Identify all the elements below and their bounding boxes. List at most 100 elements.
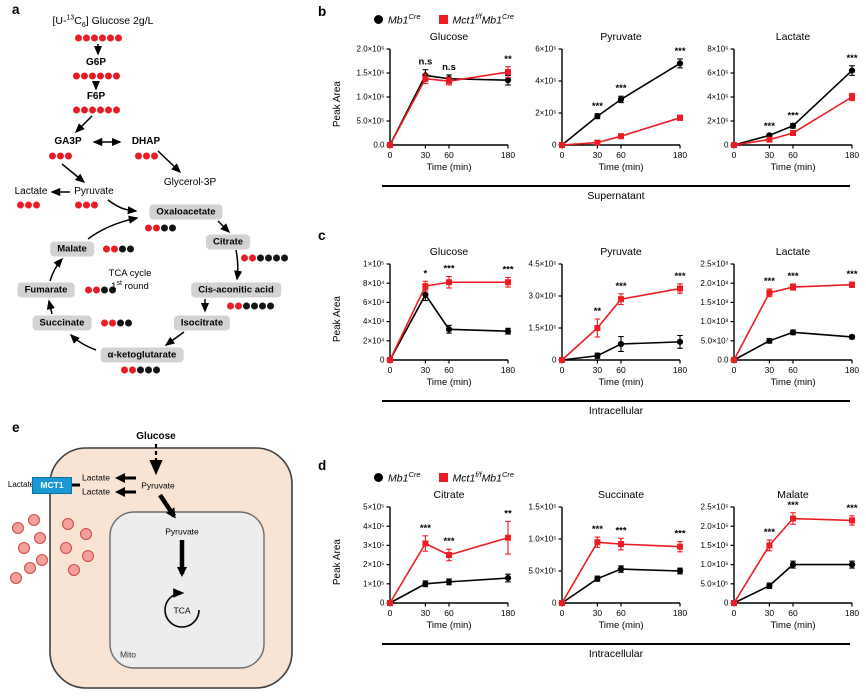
panel-letter-e: e <box>12 420 20 435</box>
node-f6p: F6P <box>86 90 106 102</box>
carbon13-dot <box>48 152 56 160</box>
svg-text:60: 60 <box>616 608 626 618</box>
cell-glucose-label: Glucose <box>136 430 176 442</box>
svg-text:1.5×10⁸: 1.5×10⁸ <box>700 298 728 307</box>
svg-text:6×10⁴: 6×10⁴ <box>363 298 385 307</box>
dots-f6p <box>72 106 120 114</box>
svg-text:***: *** <box>674 271 685 282</box>
cell-shapes <box>10 444 293 689</box>
svg-text:***: *** <box>846 503 857 514</box>
svg-text:**: ** <box>594 306 602 317</box>
svg-text:2.0×10⁶: 2.0×10⁶ <box>357 45 385 54</box>
svg-text:0: 0 <box>552 141 557 150</box>
svg-text:Time (min): Time (min) <box>426 377 471 388</box>
svg-text:n.s: n.s <box>419 57 433 68</box>
carbon12-dot <box>152 366 160 374</box>
svg-text:Pyruvate: Pyruvate <box>600 246 642 258</box>
dots-g6p <box>72 72 120 80</box>
dots-pyruvate <box>74 201 98 209</box>
svg-text:***: *** <box>787 500 798 511</box>
svg-text:***: *** <box>764 121 775 132</box>
carbon12-dot <box>108 286 116 294</box>
panel-letter-c: c <box>318 228 326 243</box>
legend-label-mct1ffmb1cre: Mct1f/fMb1Cre <box>452 11 515 27</box>
carbon13-dot <box>84 286 92 294</box>
section-label-intracellular-c: Intracellular <box>382 400 850 417</box>
tca-cycle-arrow <box>164 588 200 628</box>
svg-text:6×10⁶: 6×10⁶ <box>707 69 728 78</box>
svg-text:***: *** <box>764 527 775 538</box>
svg-text:30: 30 <box>765 365 775 375</box>
carbon13-dot <box>24 201 32 209</box>
svg-text:180: 180 <box>673 150 687 160</box>
svg-text:n.s: n.s <box>442 62 456 73</box>
red-square-marker <box>438 14 448 24</box>
carbon13-dot <box>16 201 24 209</box>
carbon12-dot <box>256 254 264 262</box>
node-succinate: Succinate <box>32 315 92 331</box>
svg-text:180: 180 <box>501 150 515 160</box>
svg-text:Citrate: Citrate <box>434 489 465 501</box>
svg-text:***: *** <box>764 276 775 287</box>
carbon13-dot <box>98 34 106 42</box>
svg-text:0: 0 <box>552 356 557 365</box>
carbon13-dot <box>128 366 136 374</box>
svg-text:1.0×10⁶: 1.0×10⁶ <box>357 93 385 102</box>
svg-text:Time (min): Time (min) <box>598 162 643 173</box>
carbon12-dot <box>136 366 144 374</box>
svg-text:180: 180 <box>673 608 687 618</box>
chart-svg-malate: Malate05.0×10⁵1.0×10⁶1.5×10⁶2.0×10⁶2.5×1… <box>700 489 859 631</box>
carbon13-dot <box>104 72 112 80</box>
metabolic-pathway-diagram: [U-13C6] Glucose 2g/L G6P F6P GA3P DHAP … <box>6 6 312 424</box>
carbon12-dot <box>126 245 134 253</box>
carbon13-dot <box>134 152 142 160</box>
svg-text:5.0×10⁵: 5.0×10⁵ <box>356 117 384 126</box>
carbon12-dot <box>118 245 126 253</box>
carbon13-dot <box>144 224 152 232</box>
svg-text:2.5×10⁶: 2.5×10⁶ <box>701 503 729 512</box>
svg-text:1.5×10⁶: 1.5×10⁶ <box>529 324 557 333</box>
svg-text:1.0×10⁶: 1.0×10⁶ <box>701 560 729 569</box>
panel-letter-d: d <box>318 458 327 473</box>
carbon12-dot <box>242 302 250 310</box>
red-square-marker-d <box>438 472 448 482</box>
legend-label-mb1cre: Mb1Cre <box>388 11 421 27</box>
carbon12-dot <box>272 254 280 262</box>
svg-text:4×10⁶: 4×10⁶ <box>535 77 556 86</box>
svg-text:180: 180 <box>845 608 859 618</box>
node-ga3p: GA3P <box>54 135 82 147</box>
carbon13-dot <box>112 106 120 114</box>
carbon13-dot <box>72 106 80 114</box>
node-malate: Malate <box>50 241 94 257</box>
svg-text:30: 30 <box>765 150 775 160</box>
svg-text:1.5×10⁶: 1.5×10⁶ <box>357 69 385 78</box>
svg-text:Time (min): Time (min) <box>770 620 815 631</box>
svg-text:3×10⁵: 3×10⁵ <box>363 541 384 550</box>
svg-text:2.0×10⁶: 2.0×10⁶ <box>701 522 729 531</box>
svg-text:Glucose: Glucose <box>430 31 469 43</box>
svg-text:180: 180 <box>501 608 515 618</box>
carbon13-dot <box>248 254 256 262</box>
cell-pyruvate-mito-label: Pyruvate <box>165 526 199 537</box>
node-g6p: G6P <box>85 56 107 68</box>
carbon13-dot <box>120 366 128 374</box>
svg-text:***: *** <box>592 524 603 535</box>
carbon13-dot <box>152 224 160 232</box>
carbon12-dot <box>258 302 266 310</box>
carbon13-dot <box>80 72 88 80</box>
section-label-intracellular-d: Intracellular <box>382 643 850 660</box>
svg-text:***: *** <box>592 101 603 112</box>
svg-text:4×10⁵: 4×10⁵ <box>363 522 384 531</box>
carbon13-dot <box>72 72 80 80</box>
svg-text:2.0×10⁸: 2.0×10⁸ <box>700 279 728 288</box>
cell-lactate-in1-label: Lactate <box>82 472 110 483</box>
svg-text:60: 60 <box>444 365 454 375</box>
pyruvate-into-mito-arrow <box>158 493 176 519</box>
pathway-arrows <box>46 44 243 351</box>
legend-item-mct1ffmb1cre-d: Mct1f/fMb1Cre <box>438 470 514 484</box>
